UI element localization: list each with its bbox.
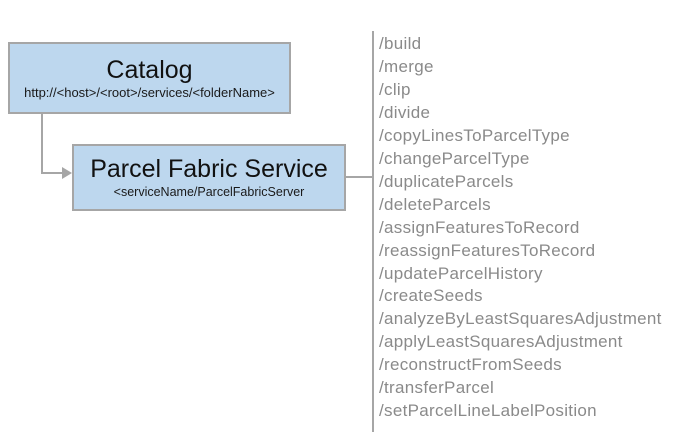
endpoint-item: /divide [379,102,431,122]
endpoint-item: /analyzeByLeastSquaresAdjustment [379,309,662,329]
endpoint-item: /merge [379,56,434,76]
catalog-to-service-connector-horizontal [41,172,64,174]
service-to-endpoints-connector [346,176,372,178]
endpoint-item: /clip [379,79,411,99]
endpoint-item: /build [379,34,422,53]
endpoint-item: /copyLinesToParcelType [379,125,570,145]
catalog-node: Catalog http://<host>/<root>/services/<f… [8,42,291,114]
catalog-node-title: Catalog [106,55,193,84]
endpoint-item: /assignFeaturesToRecord [379,217,580,237]
catalog-to-service-connector-vertical [41,114,43,174]
service-node-title: Parcel Fabric Service [90,155,328,183]
endpoint-item: /duplicateParcels [379,171,514,191]
endpoint-item: /transferParcel [379,378,495,398]
endpoint-item: /createSeeds [379,286,483,306]
endpoint-item: /applyLeastSquaresAdjustment [379,332,623,352]
parcel-fabric-service-node: Parcel Fabric Service <serviceName/Parce… [72,144,346,211]
endpoint-item: /updateParcelHistory [379,263,543,283]
endpoint-item: /reconstructFromSeeds [379,355,562,375]
endpoint-list-divider-line [372,31,374,432]
service-node-url: <serviceName/ParcelFabricServer [113,185,305,199]
endpoint-item: /deleteParcels [379,194,491,214]
catalog-node-url: http://<host>/<root>/services/<folderNam… [24,84,275,100]
endpoint-item: /setParcelLineLabelPosition [379,401,597,421]
arrow-right-icon [62,167,72,179]
endpoint-item: /reassignFeaturesToRecord [379,240,596,260]
endpoint-list: /build /merge /clip /divide /copyLinesTo… [379,33,687,423]
endpoint-item: /changeParcelType [379,148,530,168]
